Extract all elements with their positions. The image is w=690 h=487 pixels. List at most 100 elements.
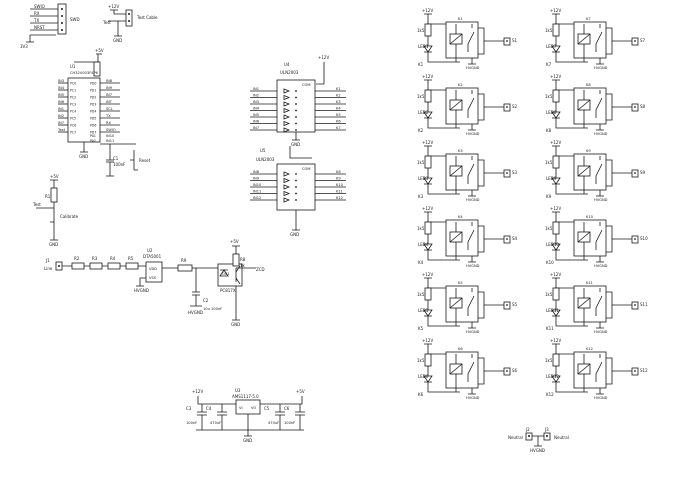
reg-cap-val: 100nF	[186, 421, 197, 425]
mcu-gnd: GND	[79, 154, 88, 159]
uln-u4: +12V U4 ULN2003 COM IN1IN2IN3IN4IN5IN6IN…	[250, 55, 346, 159]
relay-hvgnd: HVGND	[594, 198, 608, 202]
zc-series-resistor	[107, 262, 121, 270]
relay-led	[423, 36, 460, 63]
relay-supply: +12V	[550, 74, 561, 79]
net-3v3-label: 3V3	[20, 44, 28, 49]
mcu-right-pin-label: RX	[106, 121, 111, 125]
mcu-left-pin-label: IN3	[58, 79, 64, 83]
relay-supply: +12V	[550, 338, 561, 343]
uln-buffer	[283, 171, 291, 177]
uln-buffer	[283, 107, 291, 114]
uln-top-gnd: GND	[291, 142, 300, 147]
mcu-body	[67, 77, 101, 143]
uln-input-label: IN1	[253, 87, 259, 91]
mcu-left-pin-num: PC1	[70, 88, 76, 92]
relay-driver-net: K12	[546, 392, 554, 397]
reg-cap	[275, 404, 285, 430]
relay-contact	[467, 24, 475, 52]
relay-supply: +12V	[550, 206, 561, 211]
relay-resistor-value: 1k5	[417, 292, 425, 297]
neutral-wire	[532, 435, 544, 447]
mcu-right-pin-label: SWIO	[106, 128, 116, 132]
reg-cap	[295, 404, 305, 430]
relay-hvgnd: HVGND	[594, 132, 608, 136]
relay-switch-label: S2	[512, 104, 518, 109]
relay-coil-mark	[449, 165, 463, 177]
relay-ref: K9	[586, 149, 591, 153]
relay-led-label: LED3	[418, 176, 429, 181]
neutral-terminals: Neutral J2 J3 Neutral HVGND	[508, 427, 569, 453]
relay-coil-mark	[577, 231, 591, 243]
relay-contact	[595, 354, 603, 382]
mcu-left-pin-num: PC2	[70, 95, 76, 99]
zc-cap-wire	[190, 268, 202, 307]
uln-input-label: IN9	[253, 177, 260, 181]
swd-pin-dot	[61, 15, 63, 17]
relay-contact	[467, 354, 475, 382]
calib-supply: +5V	[50, 174, 59, 179]
relay-com-wire	[478, 357, 485, 385]
mcu-supply-wire	[74, 53, 102, 63]
test-cable-pin	[128, 13, 130, 15]
uln-input-label: IN4	[253, 107, 260, 111]
relay-hvgnd: HVGND	[466, 264, 480, 268]
relay-gnd-wire	[468, 256, 476, 263]
relay-contact	[467, 222, 475, 250]
relay-led	[423, 168, 460, 195]
relay-gnd-wire	[596, 190, 604, 197]
relay-led-label: LED6	[418, 374, 429, 379]
relay-com-wire	[606, 225, 613, 253]
swd-pin-dot	[61, 22, 63, 24]
opto-part: PC817X	[220, 288, 236, 293]
relay-contact	[595, 24, 603, 52]
uln-output-label: K3	[336, 100, 341, 104]
uln-output-label: K4	[336, 107, 341, 111]
relay-terminal-pin	[634, 238, 636, 240]
relay-ref: K12	[586, 347, 593, 351]
uln-top-part: ULN2003	[280, 70, 299, 75]
relay-coil-mark	[449, 231, 463, 243]
swd-pin-label: NRST	[34, 25, 45, 30]
relay-terminal-pin	[506, 40, 508, 42]
reg-cap-ref: C6	[284, 406, 290, 411]
zc-series-resistor	[125, 262, 139, 270]
mcu-gnd-wire	[80, 142, 88, 153]
mcu-pa-pin-label: IN10	[106, 134, 115, 138]
relay-led	[551, 300, 588, 327]
relay-resistor	[424, 353, 432, 367]
mcu-right-pin-num: PD5	[90, 116, 96, 120]
uln-input-label: IN2	[253, 94, 259, 98]
relay-driver-net: K5	[418, 326, 424, 331]
mcu-left-pin-label: IN1	[58, 107, 64, 111]
zc-pull-ref: R8	[240, 257, 246, 262]
zc-hvgnd: HVGND	[188, 310, 203, 315]
relay-coil-mark	[577, 363, 591, 375]
relay-led	[551, 168, 588, 195]
uln-input-label: IN8	[253, 170, 260, 174]
bridge-ref: U2	[147, 248, 153, 253]
relay-led-label: LED10	[546, 242, 559, 247]
relay-driver-net: K11	[546, 326, 554, 331]
uln-node	[295, 90, 297, 92]
relay-led-label: LED12	[546, 374, 559, 379]
mcu-pa-pin-label: IN11	[106, 139, 114, 143]
reg-gnd: GND	[243, 438, 252, 443]
calib-pin: Test	[32, 202, 41, 207]
relay-ref: K6	[458, 347, 463, 351]
uln-bot-ref: U5	[260, 148, 266, 153]
relay-supply: +12V	[422, 140, 433, 145]
uln-node	[295, 199, 297, 201]
uln-node	[295, 192, 297, 195]
calib-supply-wire	[50, 179, 58, 188]
uln-buffer	[283, 88, 291, 94]
uln-buffer	[283, 114, 291, 120]
zc-resistor-r9	[177, 264, 193, 272]
relay-ref: K11	[586, 281, 593, 285]
mcu-left-pin-label: IN4	[58, 86, 65, 90]
calib-resistor	[50, 187, 58, 203]
